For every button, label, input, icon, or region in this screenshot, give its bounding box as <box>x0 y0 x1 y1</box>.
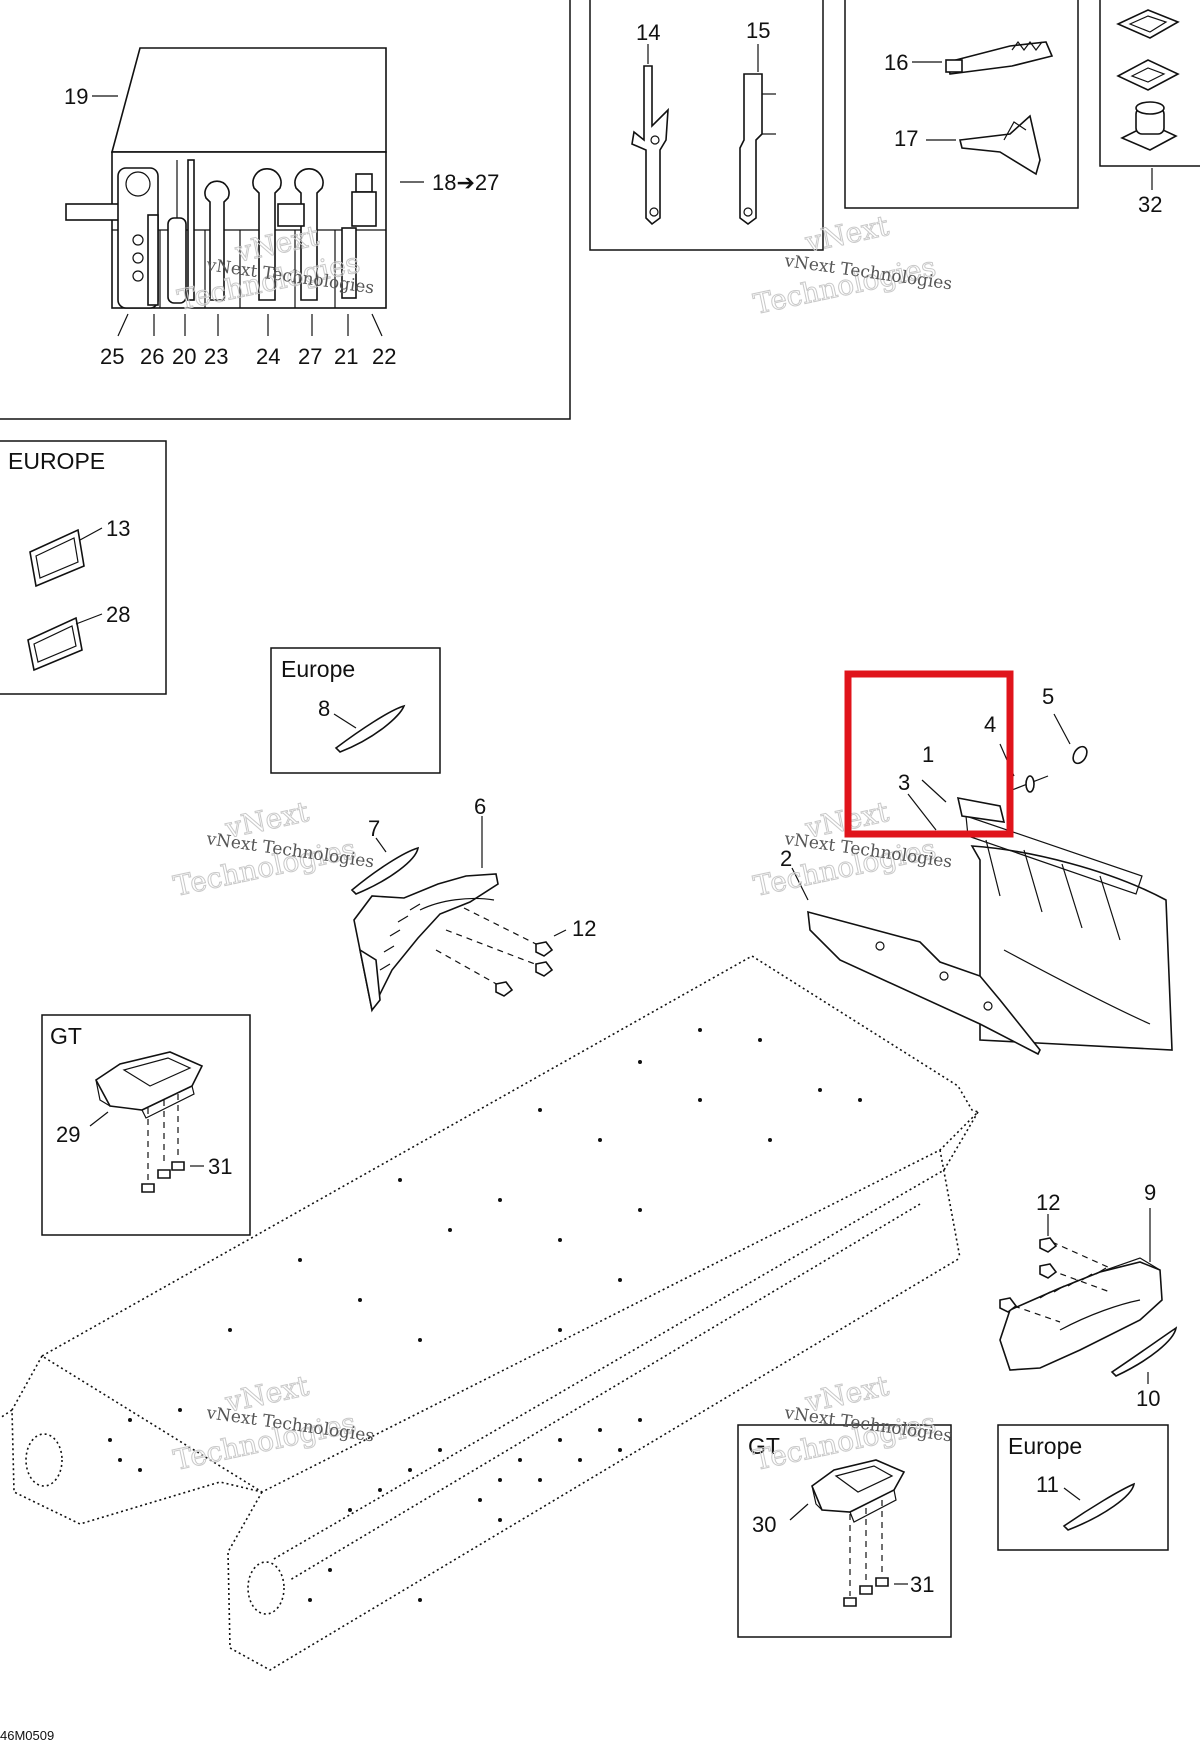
panel-gt-30: GT 30 31 <box>737 1424 952 1638</box>
panel-14-15: 14 15 <box>589 0 824 251</box>
watermark-bottom-left: vNext Technologies vNext Technologies <box>170 1368 375 1477</box>
callout-31-left: 31 <box>208 1154 232 1179</box>
step-30 <box>811 1459 906 1523</box>
box-label-gt-29: GT <box>50 1023 82 1049</box>
reflector-11 <box>1062 1482 1136 1531</box>
box-label-europe-11: Europe <box>1008 1433 1082 1459</box>
panel-32: 32 <box>1099 0 1200 217</box>
callout-10: 10 <box>1136 1386 1160 1411</box>
callout-11: 11 <box>1036 1472 1059 1497</box>
reflector-10 <box>1110 1326 1178 1377</box>
callout-22: 22 <box>372 344 396 369</box>
tunnel <box>0 955 980 1671</box>
bracket-15 <box>739 73 776 225</box>
box-label-europe-caps: EUROPE <box>8 448 105 474</box>
panel-europe-reflectors: EUROPE 13 28 <box>0 440 167 695</box>
footrest-cover-left <box>353 873 499 1013</box>
callout-26: 26 <box>140 344 164 369</box>
watermark-mid-left: vNext Technologies vNext Technologies <box>170 794 375 903</box>
callout-28: 28 <box>106 602 130 627</box>
latch-32 <box>1116 9 1180 151</box>
footrest-cover-right <box>999 1257 1163 1371</box>
panel-europe-8: Europe 8 <box>270 647 441 774</box>
snowflap-assembly <box>956 745 1173 1051</box>
callout-20: 20 <box>172 344 196 369</box>
reflector-8 <box>334 704 406 753</box>
callout-25: 25 <box>100 344 124 369</box>
highlight-box <box>844 670 1014 838</box>
watermark-top-right: vNext Technologies vNext Technologies <box>750 208 953 321</box>
callout-9: 9 <box>1144 1180 1156 1205</box>
callout-19: 19 <box>64 84 88 109</box>
reflector-7 <box>350 846 419 895</box>
callout-31-right: 31 <box>910 1572 934 1597</box>
bracket-14 <box>631 65 669 226</box>
callout-17: 17 <box>894 126 918 151</box>
watermark-bottom-right: vNext Technologies vNext Technologies <box>750 1368 953 1477</box>
panel-gt-29: GT 29 31 <box>41 1014 251 1236</box>
tool-bag-illustration <box>65 47 387 309</box>
callout-16: 16 <box>884 50 908 75</box>
drawing-code: 46M0509 <box>0 1728 54 1743</box>
callout-21: 21 <box>334 344 358 369</box>
callout-30: 30 <box>752 1512 776 1537</box>
step-29 <box>94 1051 204 1119</box>
callout-18-27: 18➔27 <box>432 170 499 195</box>
panel-europe-11: Europe 11 <box>997 1424 1169 1551</box>
callout-14: 14 <box>636 20 660 45</box>
box-label-gt-30: GT <box>748 1433 780 1459</box>
callout-27: 27 <box>298 344 322 369</box>
screws-12-left <box>435 907 554 997</box>
callout-6: 6 <box>474 794 486 819</box>
callout-3: 3 <box>898 770 910 795</box>
screws-12-right <box>999 1237 1111 1323</box>
washer-5 <box>1072 745 1088 765</box>
callout-32: 32 <box>1138 192 1162 217</box>
callout-29: 29 <box>56 1122 80 1147</box>
callout-7: 7 <box>368 816 380 841</box>
callout-12-upper: 12 <box>572 916 596 941</box>
reflector-13 <box>29 528 85 588</box>
box-label-europe-8: Europe <box>281 656 355 682</box>
callout-2: 2 <box>780 846 792 871</box>
bracket-1 <box>956 796 1006 823</box>
panel-16-17: 16 17 <box>844 0 1079 209</box>
reflector-28 <box>27 616 83 672</box>
bracket-17 <box>959 114 1041 176</box>
strap-16 <box>945 41 1054 75</box>
callout-15: 15 <box>746 18 770 43</box>
tool-kit-panel: 19 18➔27 25 26 20 23 24 27 21 22 <box>0 0 571 420</box>
callout-1: 1 <box>922 742 934 767</box>
flap-support-2 <box>807 910 1041 1056</box>
callout-5: 5 <box>1042 684 1054 709</box>
callout-23: 23 <box>204 344 228 369</box>
callout-4: 4 <box>984 712 996 737</box>
callout-24: 24 <box>256 344 280 369</box>
callout-8: 8 <box>318 696 330 721</box>
svg-text:vNext: vNext <box>802 209 893 259</box>
callout-12-right: 12 <box>1036 1190 1060 1215</box>
callout-13: 13 <box>106 516 130 541</box>
